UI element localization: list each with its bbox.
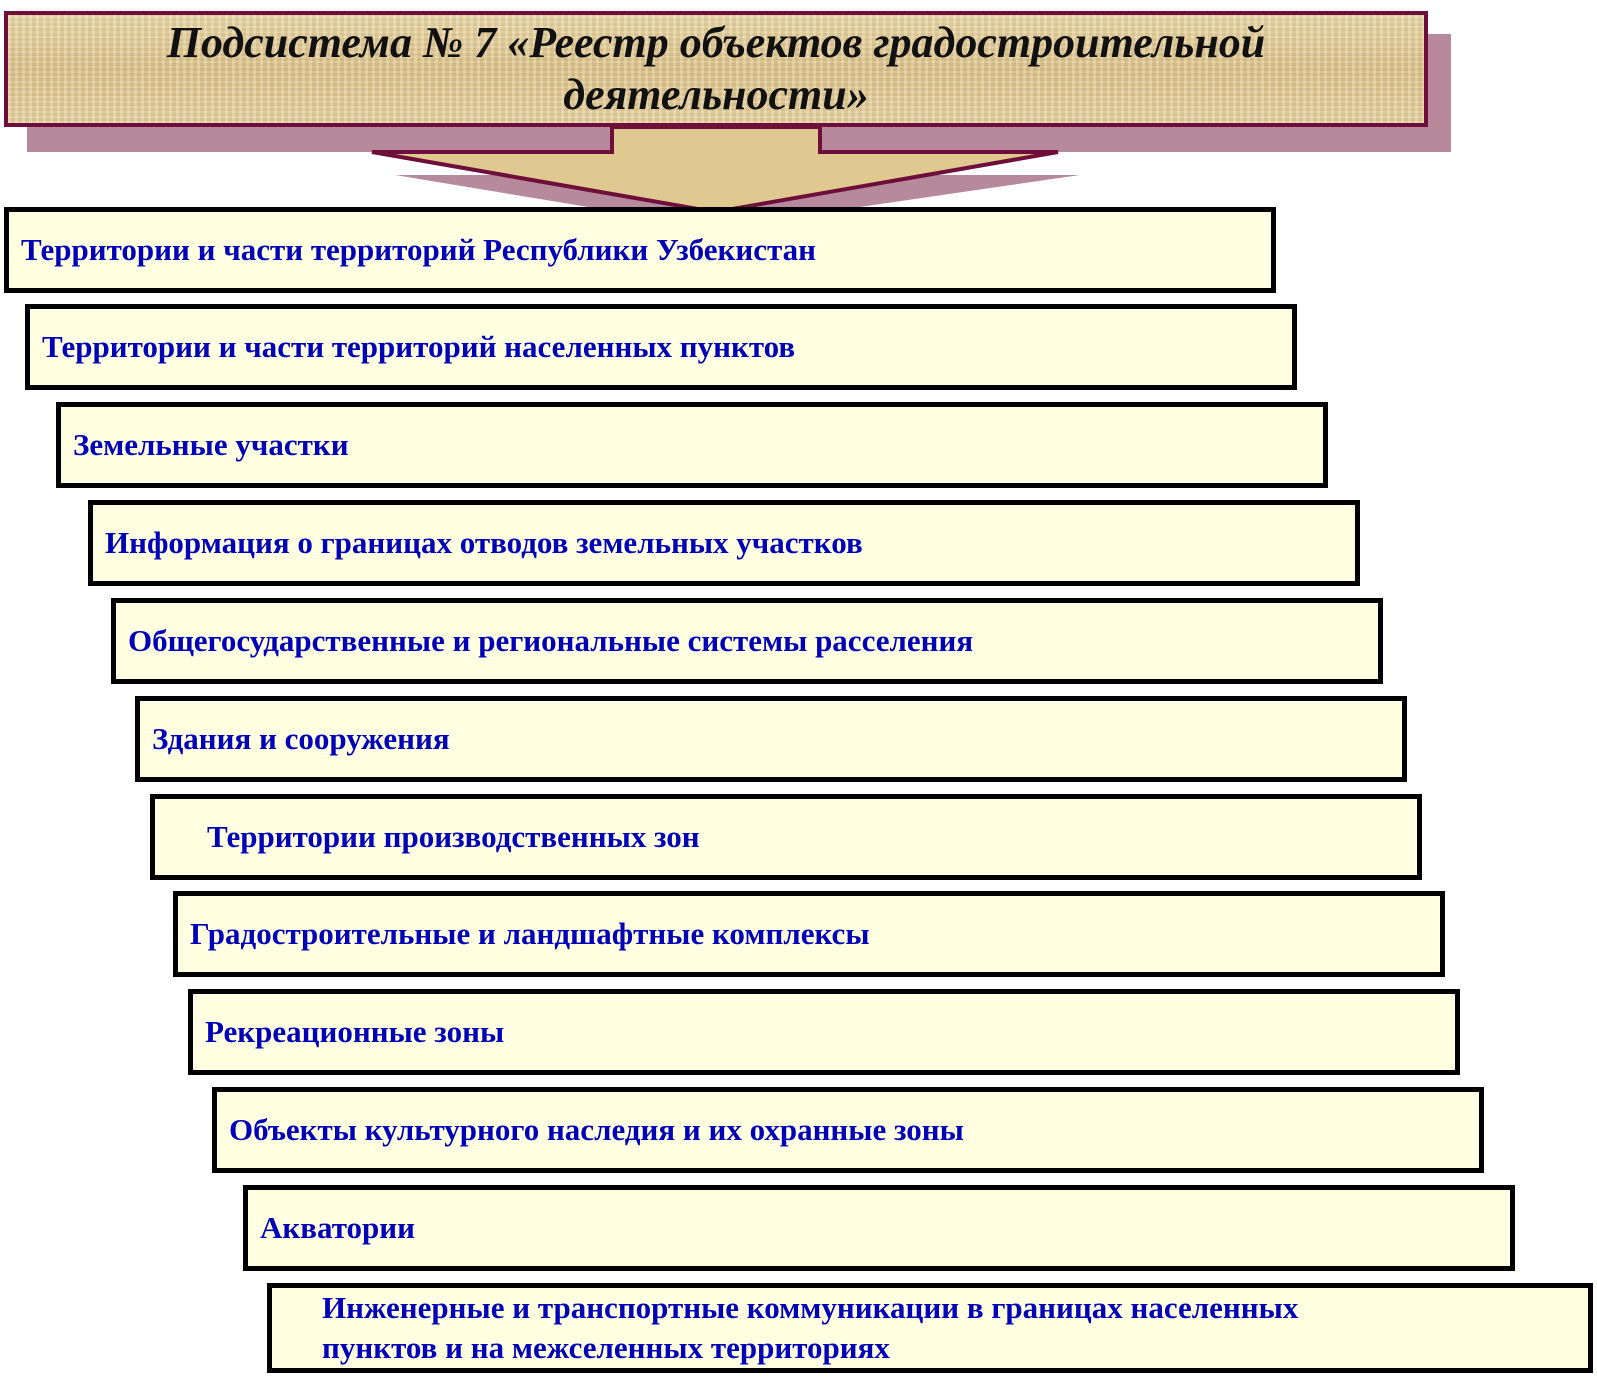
list-item: Территории и части территорий Республики… xyxy=(4,207,1276,293)
list-item: Информация о границах отводов земельных … xyxy=(88,500,1360,586)
list-item-label: Инженерные и транспортные коммуникации в… xyxy=(322,1290,1299,1365)
list-item-label: Территории производственных зон xyxy=(207,819,700,854)
list-item-label: Территории и части территорий Республики… xyxy=(21,232,816,267)
list-item: Территории и части территорий населенных… xyxy=(25,304,1297,390)
header-banner: Подсистема № 7 «Реестр объектов градостр… xyxy=(4,11,1428,127)
list-item-label: Земельные участки xyxy=(73,427,349,462)
list-item-label: Территории и части территорий населенных… xyxy=(42,329,796,364)
list-item-label: Рекреационные зоны xyxy=(205,1014,505,1049)
page-title: Подсистема № 7 «Реестр объектов градостр… xyxy=(166,18,1266,119)
list-item: Здания и сооружения xyxy=(135,696,1407,782)
list-item-label: Объекты культурного наследия и их охранн… xyxy=(229,1112,964,1147)
list-item: Инженерные и транспортные коммуникации в… xyxy=(267,1283,1593,1373)
list-item: Акватории xyxy=(243,1185,1515,1271)
list-item-label: Информация о границах отводов земельных … xyxy=(105,525,863,560)
list-item: Рекреационные зоны xyxy=(188,989,1460,1075)
list-item: Общегосударственные и региональные систе… xyxy=(111,598,1383,684)
list-item-label: Градостроительные и ландшафтные комплекс… xyxy=(190,916,870,951)
list-item: Градостроительные и ландшафтные комплекс… xyxy=(173,891,1445,977)
list-item-label: Здания и сооружения xyxy=(152,721,450,756)
list-item: Земельные участки xyxy=(56,402,1328,488)
list-item: Объекты культурного наследия и их охранн… xyxy=(212,1087,1484,1173)
list-item-label: Общегосударственные и региональные систе… xyxy=(128,623,974,658)
list-item-label: Акватории xyxy=(260,1210,415,1245)
list-item: Территории производственных зон xyxy=(150,794,1422,880)
down-arrow-icon xyxy=(371,125,1080,228)
